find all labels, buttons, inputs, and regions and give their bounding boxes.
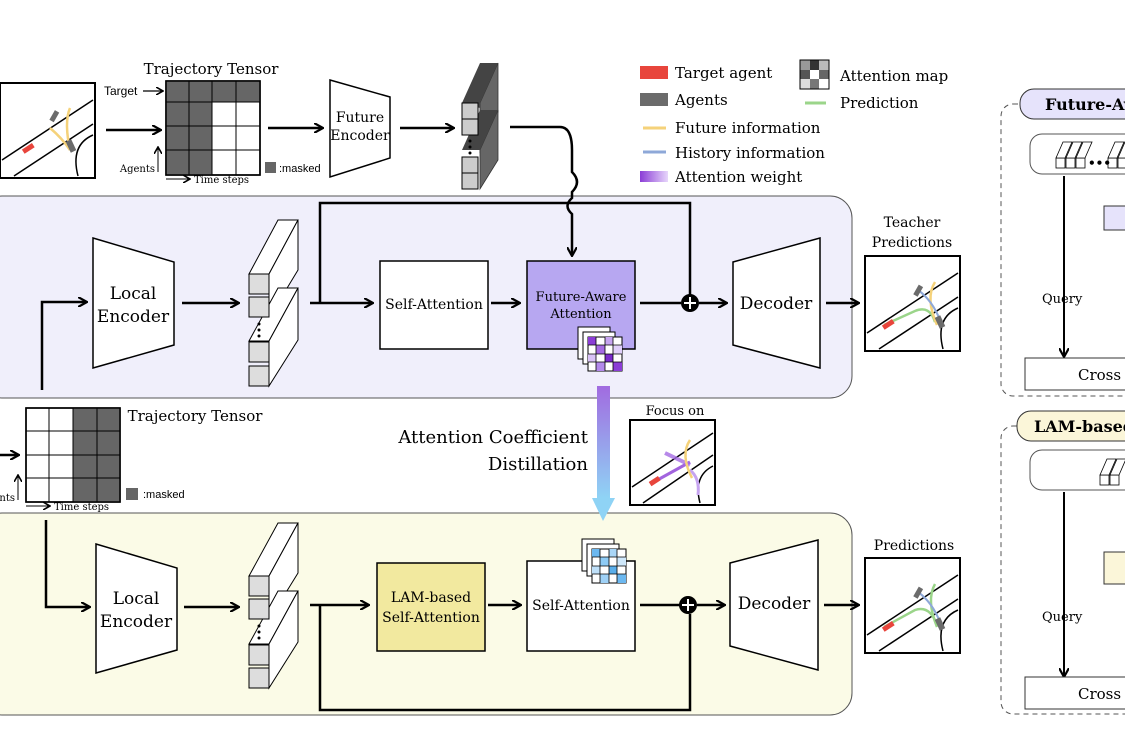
svg-text:Decoder: Decoder <box>738 594 811 614</box>
teacher-token-stack <box>248 219 299 388</box>
svg-text:Encoder: Encoder <box>100 612 173 632</box>
focus-on-map <box>629 419 716 506</box>
legend: Target agent Agents Future information H… <box>640 59 948 186</box>
masked-swatch-mid <box>126 488 138 500</box>
legend-target: Target agent <box>675 64 772 82</box>
focus-on-label: Focus on <box>646 404 705 419</box>
teacher-add-node <box>681 294 699 312</box>
svg-text:Self-Attention: Self-Attention <box>382 610 480 626</box>
masked-label-top: :masked <box>279 163 321 175</box>
lam-based-self-attention: LAM-based Self-Attention <box>376 562 486 652</box>
svg-text:Self-Attention: Self-Attention <box>385 297 483 313</box>
distillation-arrow <box>592 386 615 521</box>
agents-axis-mid: Agents <box>0 493 15 504</box>
student-predictions-title: Predictions <box>874 538 954 554</box>
svg-text:•••: ••• <box>1088 156 1111 170</box>
student-add-node <box>679 596 697 614</box>
svg-text:Local: Local <box>113 589 160 609</box>
legend-attention-weight: Attention weight <box>674 168 802 186</box>
panel1-title: Future-Aw <box>1045 95 1125 114</box>
panel1-cross: Cross <box>1078 366 1121 384</box>
distillation-label-1: Attention Coefficient <box>397 427 588 448</box>
masked-swatch-top <box>265 162 276 173</box>
svg-text:Local: Local <box>110 284 157 304</box>
legend-agents-swatch <box>640 93 668 106</box>
svg-text:Encoder: Encoder <box>330 128 390 144</box>
legend-future: Future information <box>675 119 821 137</box>
teacher-predictions-title-2: Predictions <box>872 235 952 251</box>
legend-agents: Agents <box>674 91 728 109</box>
future-aware-detail-panel: Future-Aw ••• Query Cross <box>1000 88 1125 397</box>
student-token-stack <box>248 522 299 690</box>
tensor-title-top: Trajectory Tensor <box>144 60 280 78</box>
target-label: Target <box>104 84 138 98</box>
student-attention-map-icon <box>581 538 627 584</box>
panel1-query: Query <box>1042 292 1083 307</box>
legend-history: History information <box>675 144 825 162</box>
future-token-stack <box>461 62 499 191</box>
teacher-prediction-map <box>864 255 961 352</box>
svg-text:Future: Future <box>336 110 384 126</box>
teacher-self-attention: Self-Attention <box>379 260 489 350</box>
svg-text:Self-Attention: Self-Attention <box>532 598 630 614</box>
legend-target-swatch <box>640 66 668 79</box>
agents-axis-top: Agents <box>119 164 155 175</box>
legend-attention-map-icon <box>799 59 830 90</box>
future-encoder: Future Encoder <box>329 79 391 179</box>
svg-text:Encoder: Encoder <box>97 307 170 327</box>
lam-detail-panel: LAM-based Query Cross <box>1000 410 1125 715</box>
svg-text:Future-Aware: Future-Aware <box>536 290 627 305</box>
legend-prediction: Prediction <box>840 94 919 112</box>
teacher-attention-map-icon <box>577 326 623 372</box>
legend-attention-map: Attention map <box>839 67 948 85</box>
svg-text:Decoder: Decoder <box>740 294 813 314</box>
svg-text:LAM-based: LAM-based <box>391 590 471 606</box>
trajectory-tensor-mid <box>25 407 121 503</box>
time-axis-mid: Time steps <box>54 502 109 513</box>
masked-label-mid: :masked <box>143 489 185 501</box>
panel2-query: Query <box>1042 610 1083 625</box>
student-local-encoder: Local Encoder <box>95 542 178 674</box>
legend-attention-swatch <box>640 171 668 182</box>
distillation-label-2: Distillation <box>488 454 588 475</box>
teacher-local-encoder: Local Encoder <box>92 236 175 369</box>
scene-map-top <box>0 82 96 179</box>
teacher-decoder: Decoder <box>732 237 821 369</box>
panel2-cross: Cross <box>1078 685 1121 703</box>
time-axis-top: Time steps <box>194 175 249 186</box>
student-prediction-map <box>864 557 961 654</box>
svg-text:Attention: Attention <box>549 307 612 322</box>
trajectory-tensor-top <box>165 80 261 176</box>
teacher-predictions-title-1: Teacher <box>884 215 941 231</box>
tensor-title-mid: Trajectory Tensor <box>128 407 264 425</box>
student-decoder: Decoder <box>729 539 819 671</box>
panel2-title: LAM-based <box>1034 417 1125 436</box>
